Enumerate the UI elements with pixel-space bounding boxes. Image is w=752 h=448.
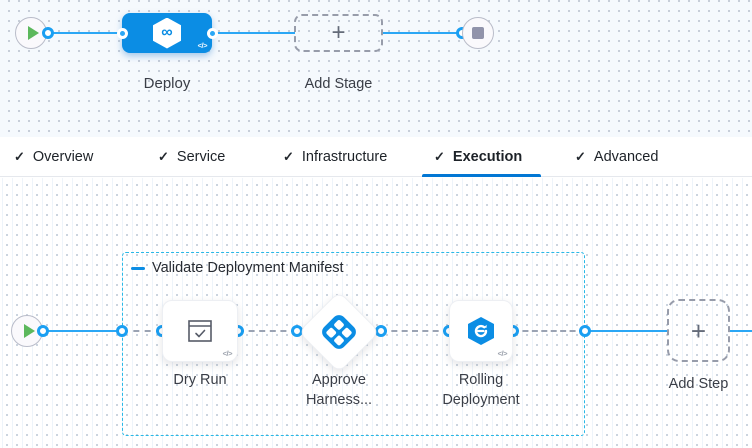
step-group-label: Validate Deployment Manifest: [152, 260, 344, 276]
tab-service[interactable]: ✓ Service: [158, 137, 225, 177]
connector-port: [206, 27, 218, 39]
tab-execution[interactable]: ✓ Execution: [434, 137, 522, 177]
play-icon: [27, 26, 39, 40]
stage-canvas[interactable]: ∞ </> Deploy + Add Stage: [0, 0, 752, 137]
stage-label: Deploy: [143, 75, 191, 92]
tab-label: Infrastructure: [301, 149, 388, 165]
connector-line: [43, 330, 122, 332]
tab-overview[interactable]: ✓ Overview: [14, 137, 93, 177]
cd-stage-icon: ∞: [153, 17, 181, 49]
connector-port: [116, 27, 128, 39]
connector-port: [116, 325, 128, 337]
tab-infrastructure[interactable]: ✓ Infrastructure: [283, 137, 387, 177]
connector-line-dashed: [381, 330, 449, 332]
connector-line: [382, 32, 463, 34]
plus-icon: +: [331, 19, 346, 46]
connector-line: [44, 32, 123, 34]
rolling-deployment-icon: [468, 317, 494, 345]
tab-label: Execution: [452, 149, 523, 165]
connector-line-dashed: [238, 330, 297, 332]
connector-line: [211, 32, 295, 34]
pipeline-start-node: [15, 17, 47, 49]
step-label-rolling-deployment: Rolling Deployment: [442, 372, 520, 408]
check-icon: ✓: [283, 149, 294, 164]
stop-icon: [472, 27, 484, 39]
connector-line-dashed: [513, 330, 585, 332]
active-tab-indicator: [422, 174, 541, 177]
add-stage-button[interactable]: +: [294, 14, 383, 52]
code-icon: </>: [222, 349, 233, 358]
check-icon: ✓: [434, 149, 445, 164]
connector-line-dashed: [122, 330, 162, 332]
connector-line: [730, 330, 752, 332]
code-icon: </>: [197, 41, 208, 50]
check-icon: ✓: [158, 149, 169, 164]
infinity-glyph: ∞: [161, 24, 173, 41]
play-icon: [23, 324, 35, 338]
dry-run-icon: [188, 320, 212, 342]
tab-advanced[interactable]: ✓ Advanced: [575, 137, 658, 177]
connector-port: [37, 325, 49, 337]
pipeline-end-node: [462, 17, 494, 49]
check-icon: ✓: [14, 149, 25, 164]
collapse-icon[interactable]: [131, 266, 145, 270]
add-step-button[interactable]: +: [667, 299, 730, 362]
tab-label: Service: [176, 149, 226, 165]
execution-canvas[interactable]: Validate Deployment Manifest: [0, 178, 752, 448]
connector-line: [585, 330, 667, 332]
connector-port: [42, 27, 54, 39]
step-label-approval: Approve Harness...: [305, 372, 373, 408]
tab-label: Advanced: [593, 149, 659, 165]
add-step-label: Add Step: [668, 376, 729, 392]
plus-icon: +: [690, 315, 707, 346]
stage-config-tabbar: ✓ Overview ✓ Service ✓ Infrastructure ✓ …: [0, 137, 752, 177]
step-group-box: [122, 252, 585, 436]
connector-port: [579, 325, 591, 337]
stage-node-deploy[interactable]: ∞ </>: [116, 13, 218, 53]
add-stage-label: Add Stage: [304, 76, 373, 92]
step-node-dry-run[interactable]: </>: [162, 300, 238, 362]
connector-port: [375, 325, 387, 337]
step-label-dry-run: Dry Run: [173, 372, 227, 388]
code-icon: </>: [497, 349, 508, 358]
step-node-rolling-deployment[interactable]: </>: [449, 300, 513, 362]
step-group-header: Validate Deployment Manifest: [131, 260, 344, 276]
check-icon: ✓: [575, 149, 586, 164]
tab-label: Overview: [32, 149, 94, 165]
